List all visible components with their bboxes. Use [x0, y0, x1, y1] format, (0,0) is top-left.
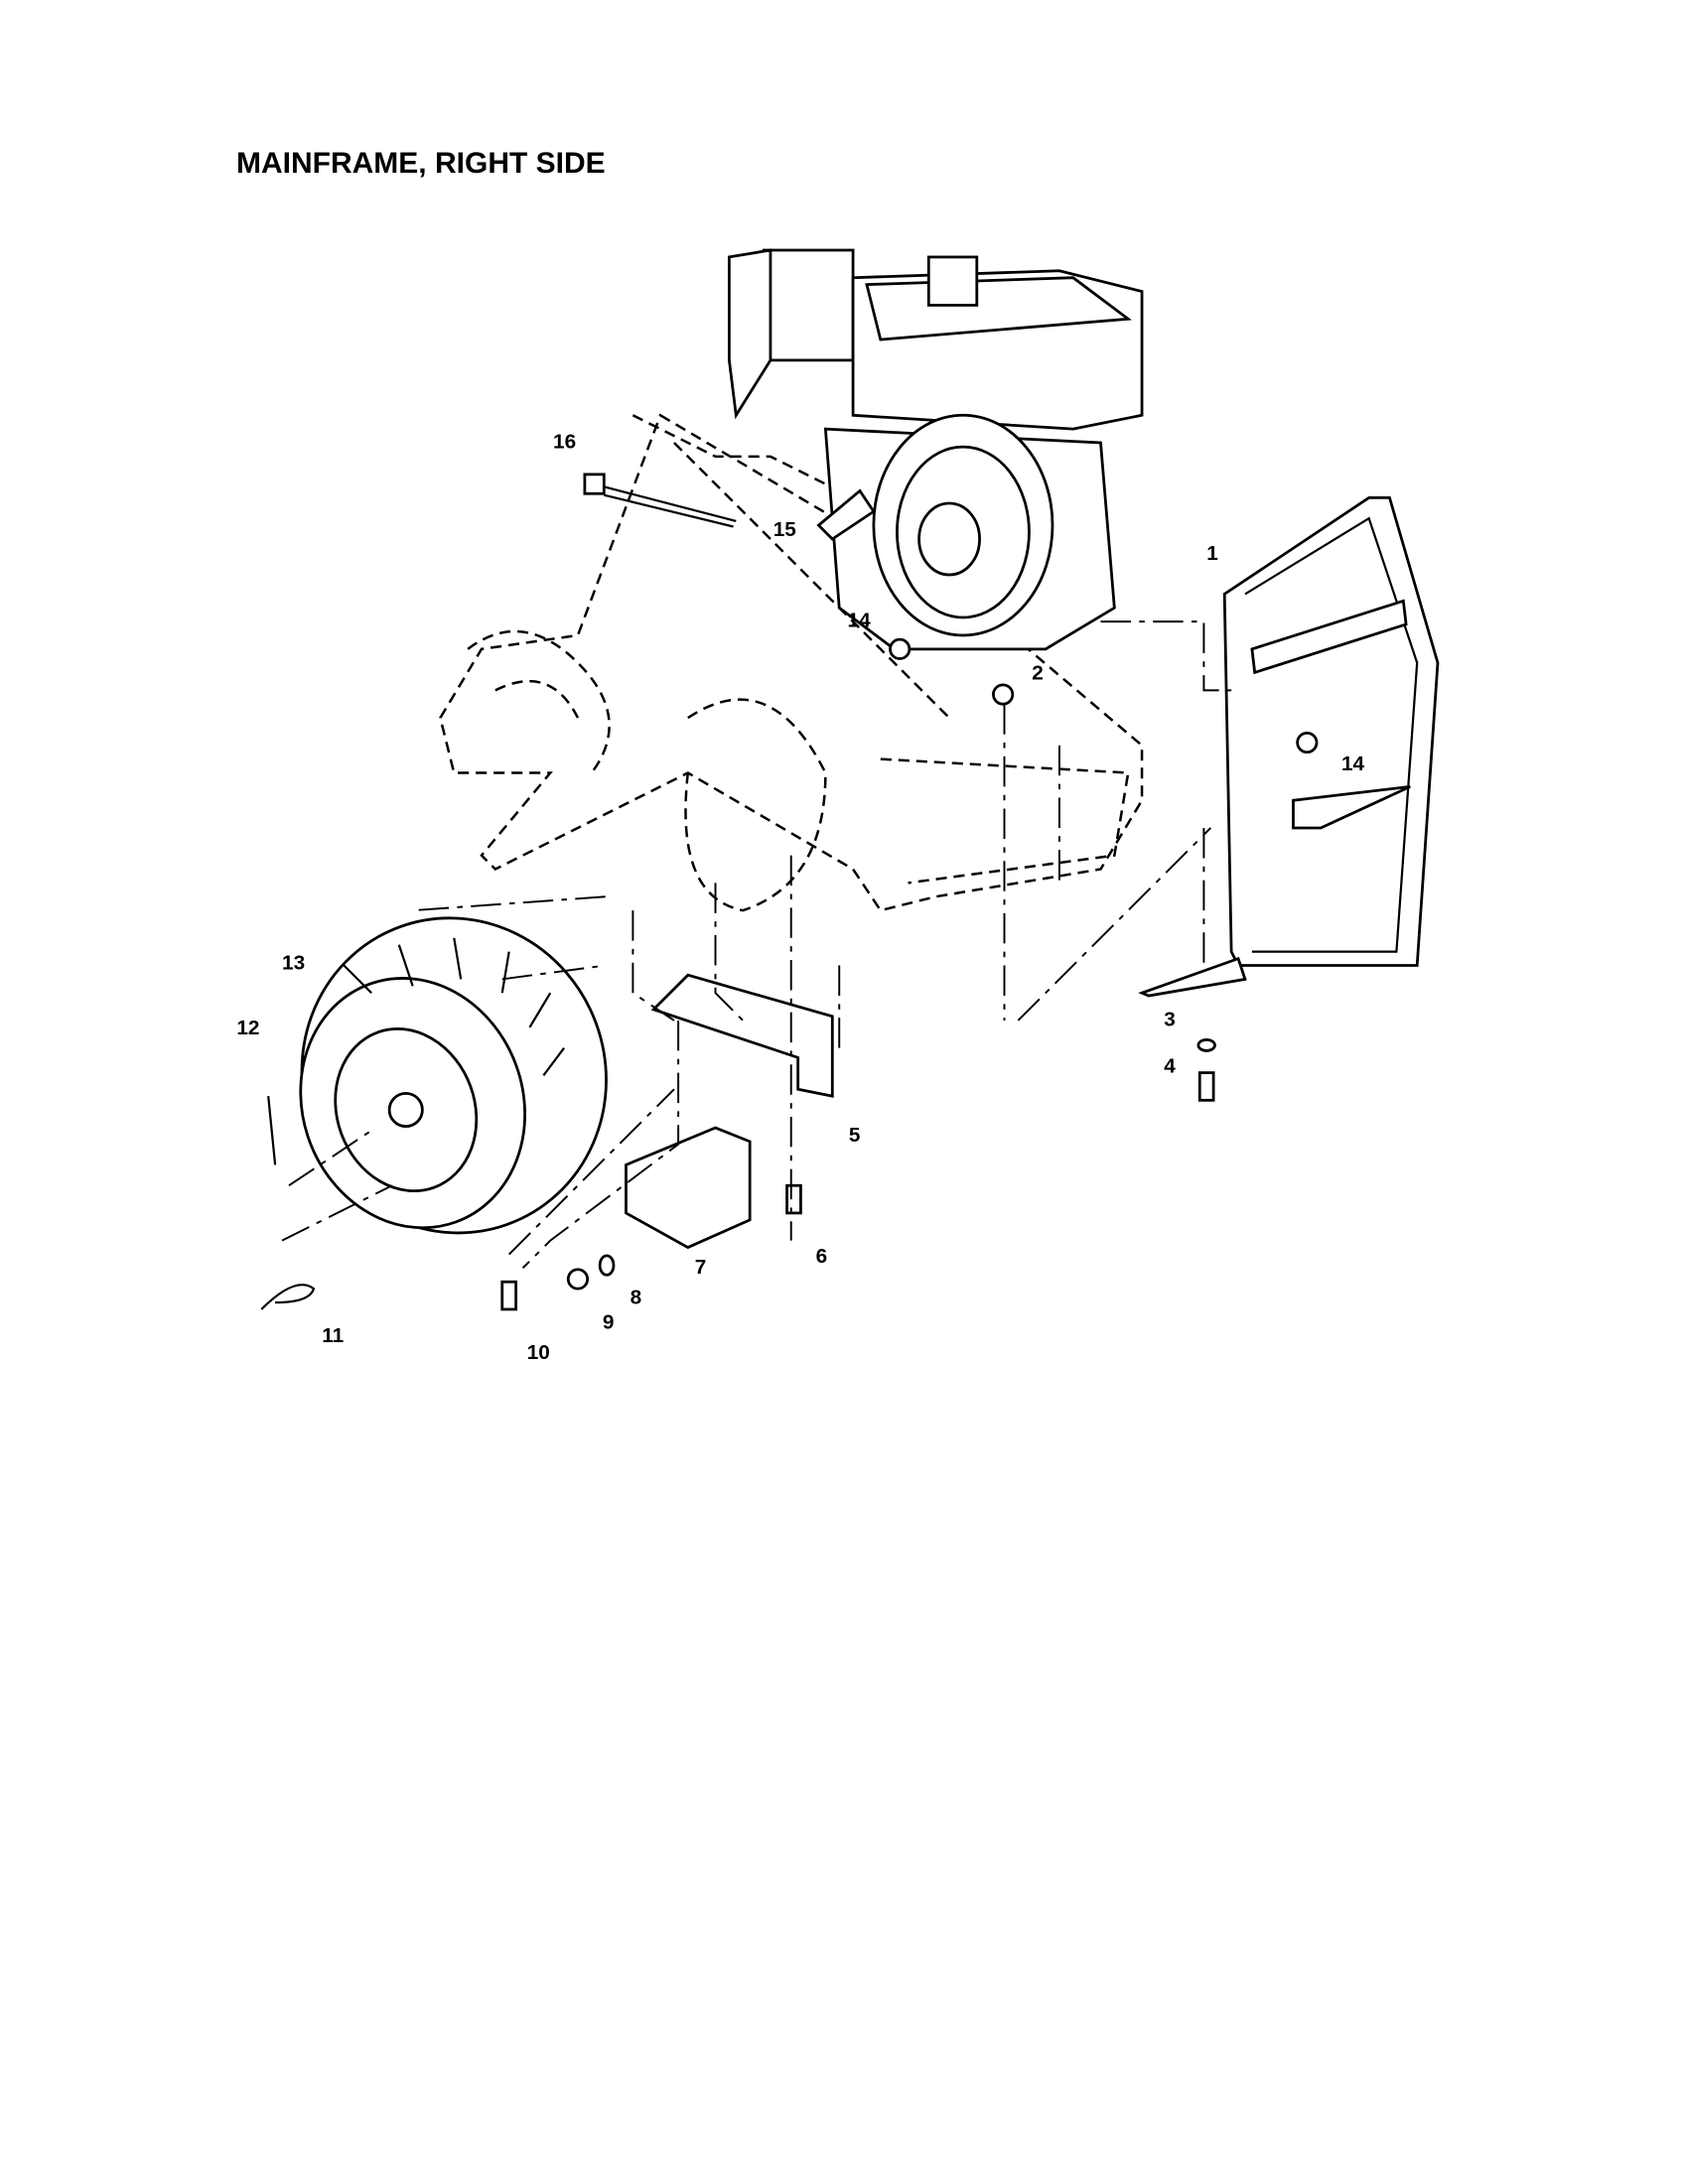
- callout-2: 2: [1032, 661, 1044, 684]
- cable-tie: [583, 473, 737, 528]
- wheel-tire: [299, 916, 608, 1235]
- hardware: [260, 637, 1319, 1311]
- mounting-bracket: [650, 973, 834, 1098]
- callout-13: 13: [282, 952, 305, 975]
- callout-5: 5: [849, 1124, 861, 1147]
- callouts: 16 15 1 14 2 14 13 12 3 4 5 6 7 8 9 10 1…: [236, 431, 1364, 1364]
- callout-1: 1: [1206, 542, 1218, 565]
- callout-6: 6: [816, 1245, 828, 1268]
- callout-14b: 14: [1341, 752, 1365, 775]
- callout-8: 8: [631, 1286, 642, 1308]
- engine: [727, 248, 1144, 651]
- callout-10: 10: [527, 1341, 550, 1364]
- handle-bracket: [1138, 496, 1440, 998]
- callout-7: 7: [695, 1256, 707, 1279]
- callout-12: 12: [236, 1017, 259, 1039]
- callout-3: 3: [1164, 1008, 1176, 1030]
- callout-14: 14: [848, 610, 872, 632]
- callout-4: 4: [1164, 1055, 1176, 1078]
- callout-16: 16: [553, 431, 576, 454]
- callout-11: 11: [322, 1324, 344, 1347]
- diagram-title: MAINFRAME, RIGHT SIDE: [236, 147, 606, 180]
- callout-9: 9: [603, 1310, 615, 1333]
- assembly-lines: [281, 620, 1232, 1270]
- callout-15: 15: [773, 518, 796, 541]
- bumper-block: [625, 1126, 752, 1250]
